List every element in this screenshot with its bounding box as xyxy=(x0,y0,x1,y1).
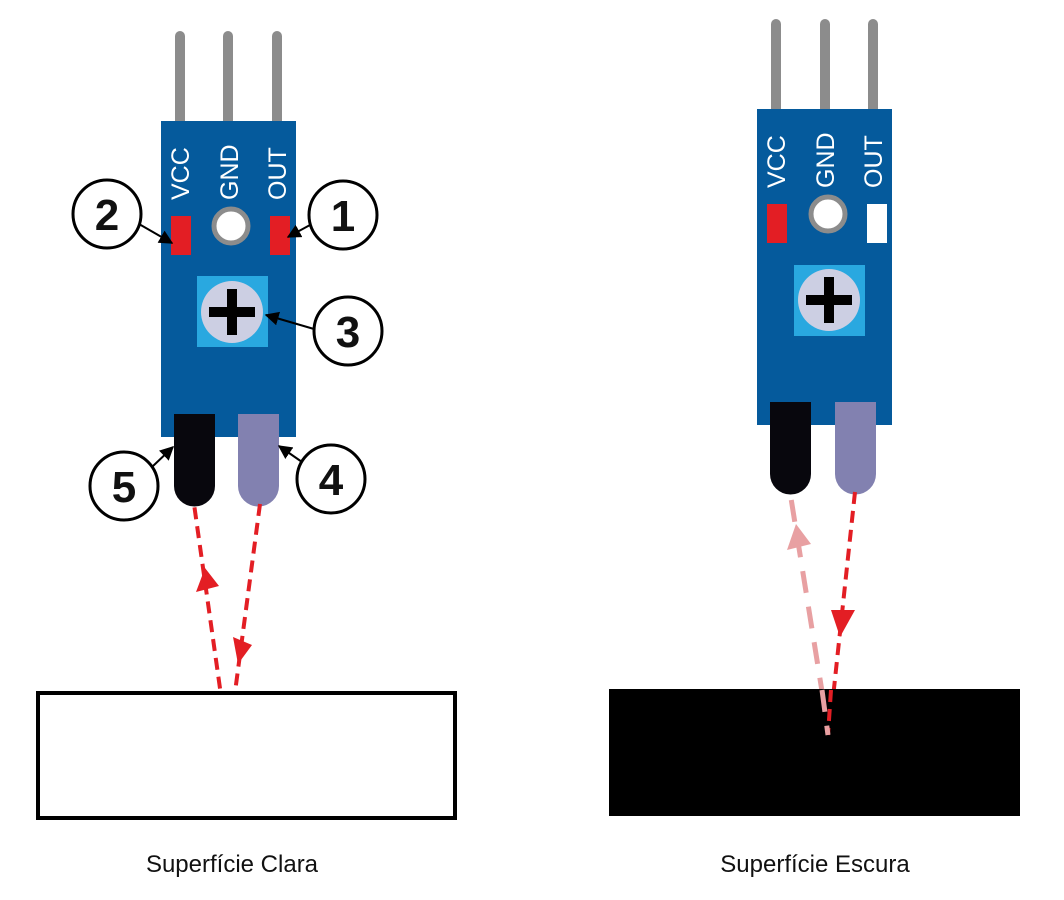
output-led-off xyxy=(867,204,887,243)
potentiometer xyxy=(794,265,865,336)
callout-5: 5 xyxy=(88,446,175,522)
ir-receiver xyxy=(173,414,215,507)
svg-text:3: 3 xyxy=(336,308,360,357)
header-pins xyxy=(175,31,282,137)
caption-light-surface: Superfície Clara xyxy=(146,851,319,878)
ir-receiver xyxy=(770,402,811,495)
light-surface xyxy=(36,691,457,820)
output-led xyxy=(270,216,290,255)
right-sensor-module: VCC GND OUT xyxy=(757,19,892,495)
emitted-ray-arrow xyxy=(233,637,252,664)
ir-emitter xyxy=(835,402,876,495)
pin-label-gnd: GND xyxy=(812,132,840,188)
callout-1: 1 xyxy=(286,179,379,251)
callout-2: 2 xyxy=(71,178,174,250)
callout-4: 4 xyxy=(277,443,367,515)
pin-label-vcc: VCC xyxy=(167,147,195,200)
dark-surface xyxy=(609,689,1020,816)
weak-reflected-ray-arrow xyxy=(787,524,811,550)
pin-label-gnd: GND xyxy=(216,144,244,200)
pin-label-out: OUT xyxy=(860,135,888,188)
pin-label-out: OUT xyxy=(264,147,292,200)
pin-label-vcc: VCC xyxy=(763,135,791,188)
svg-text:2: 2 xyxy=(95,191,119,240)
emitted-ray xyxy=(226,503,262,746)
svg-text:1: 1 xyxy=(331,192,355,241)
caption-dark-surface: Superfície Escura xyxy=(720,851,910,878)
mounting-hole xyxy=(808,194,848,234)
svg-text:5: 5 xyxy=(112,463,136,512)
header-pins xyxy=(771,19,878,125)
mounting-hole xyxy=(211,206,251,246)
ir-emitter xyxy=(238,414,279,507)
svg-text:4: 4 xyxy=(319,456,344,505)
weak-ray-on-surface xyxy=(819,689,831,736)
potentiometer xyxy=(197,276,268,347)
emitted-ray-on-surface xyxy=(826,689,833,736)
emitted-ray-arrow xyxy=(831,610,855,637)
reflected-ray-arrow xyxy=(196,568,219,592)
left-sensor-module: VCC GND OUT xyxy=(161,31,296,507)
callout-3: 3 xyxy=(264,295,384,367)
power-led xyxy=(767,204,787,243)
power-led xyxy=(171,216,191,255)
